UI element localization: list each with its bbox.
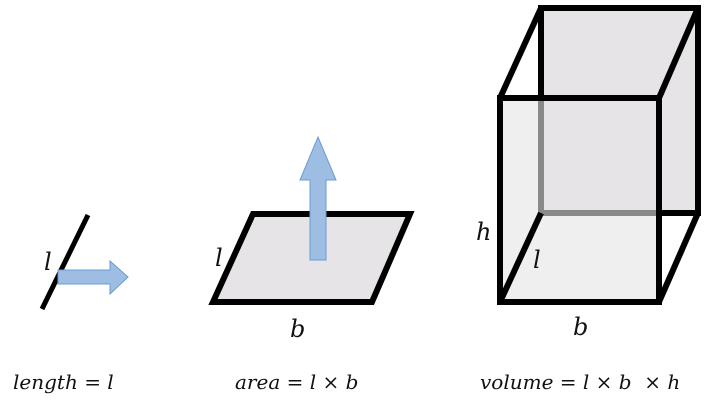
length-label-l: l [44,248,52,276]
area-label-l: l [215,244,223,272]
volume-figure [497,5,701,305]
length-line [39,213,91,311]
volume-label-h: h [476,218,491,246]
cube-edge [656,6,701,100]
volume-label-b: b [573,313,588,341]
up-arrow [299,135,337,261]
length-figure: l length = l [13,213,129,394]
cube-front-face [497,95,662,305]
length-formula: length = l [13,370,114,394]
area-figure: l b area = l × b [208,135,415,394]
area-label-b: b [290,315,305,343]
cube-edge [497,6,544,100]
cube-edge [497,211,544,304]
volume-formula: volume = l × b × h [480,370,680,394]
volume-label-l: l [533,246,541,274]
area-formula: area = l × b [235,370,358,394]
cube-edge [656,211,701,304]
right-arrow [57,259,129,296]
